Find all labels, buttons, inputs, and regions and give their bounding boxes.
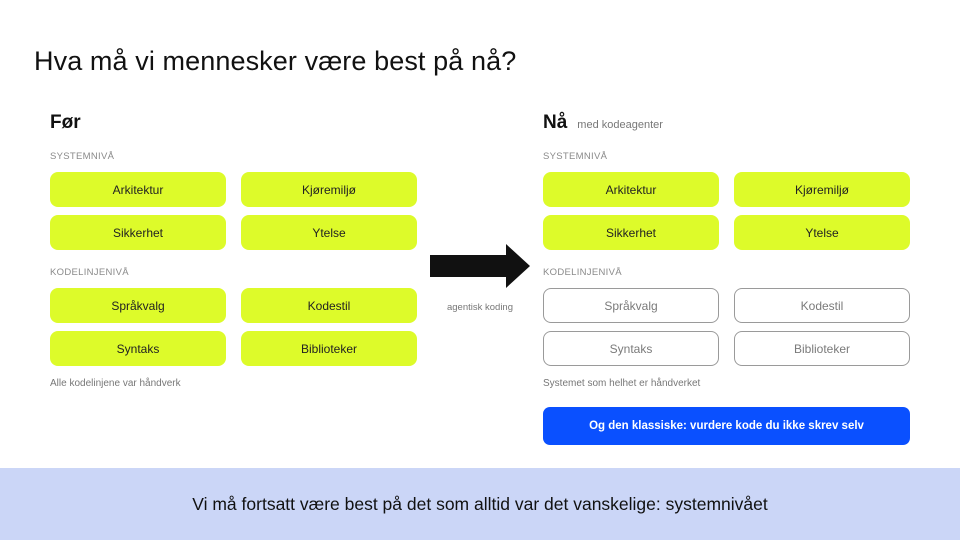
review-code-callout: Og den klassiske: vurdere kode du ikke s… (543, 407, 910, 445)
after-code-grid: Språkvalg Kodestil Syntaks Biblioteker (543, 288, 911, 366)
after-system-pill: Ytelse (734, 215, 910, 250)
after-system-pill: Sikkerhet (543, 215, 719, 250)
before-code-pill: Syntaks (50, 331, 226, 366)
after-system-label: SYSTEMNIVÅ (543, 151, 608, 162)
after-code-pill: Kodestil (734, 288, 910, 323)
before-code-grid: Språkvalg Kodestil Syntaks Biblioteker (50, 288, 418, 366)
after-subtitle: med kodeagenter (577, 119, 663, 131)
before-code-pill: Biblioteker (241, 331, 417, 366)
before-system-pill: Sikkerhet (50, 215, 226, 250)
after-note: Systemet som helhet er håndverket (543, 378, 701, 389)
before-title: Før (50, 112, 81, 133)
right-arrow-icon (430, 244, 530, 288)
before-system-pill: Ytelse (241, 215, 417, 250)
after-header: Nå med kodeagenter (543, 112, 911, 136)
after-code-pill: Syntaks (543, 331, 719, 366)
after-title: Nå (543, 112, 568, 133)
after-code-pill: Språkvalg (543, 288, 719, 323)
before-note: Alle kodelinjene var håndverk (50, 378, 181, 389)
arrow-label: agentisk koding (446, 302, 514, 313)
after-system-pill: Arkitektur (543, 172, 719, 207)
before-header: Før (50, 112, 418, 136)
before-system-label: SYSTEMNIVÅ (50, 151, 115, 162)
before-system-pill: Kjøremiljø (241, 172, 417, 207)
banner-text: Vi må fortsatt være best på det som allt… (192, 493, 768, 514)
before-system-grid: Arkitektur Kjøremiljø Sikkerhet Ytelse (50, 172, 418, 250)
before-system-pill: Arkitektur (50, 172, 226, 207)
after-system-pill: Kjøremiljø (734, 172, 910, 207)
after-system-grid: Arkitektur Kjøremiljø Sikkerhet Ytelse (543, 172, 911, 250)
before-code-pill: Språkvalg (50, 288, 226, 323)
before-code-pill: Kodestil (241, 288, 417, 323)
bottom-banner: Vi må fortsatt være best på det som allt… (0, 468, 960, 540)
after-code-pill: Biblioteker (734, 331, 910, 366)
slide-title: Hva må vi mennesker være best på nå? (34, 46, 517, 76)
after-column: Nå med kodeagenter SYSTEMNIVÅ Arkitektur… (543, 112, 911, 445)
before-column: Før SYSTEMNIVÅ Arkitektur Kjøremiljø Sik… (50, 112, 418, 392)
before-code-label: KODELINJENIVÅ (50, 267, 129, 278)
after-code-label: KODELINJENIVÅ (543, 267, 622, 278)
